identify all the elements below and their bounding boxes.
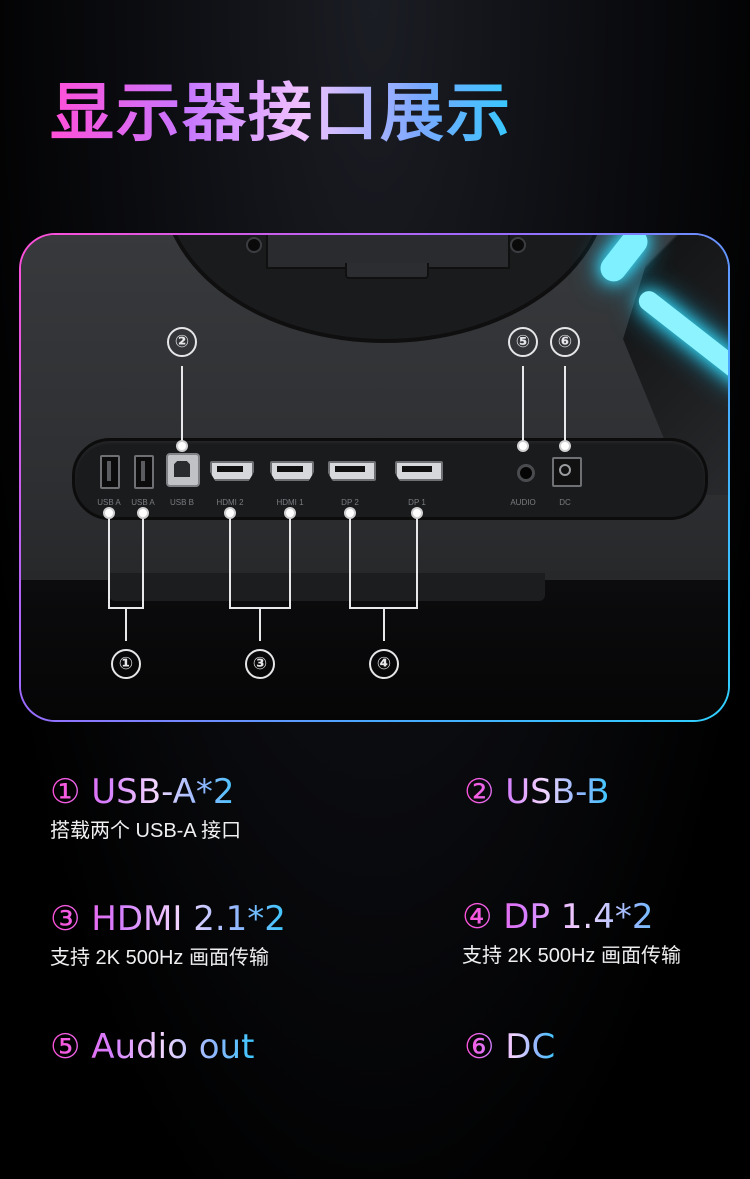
callout-line — [416, 513, 418, 609]
callout-number-1: ① — [111, 649, 141, 679]
port-label: AUDIO — [510, 498, 536, 507]
callout-line — [383, 607, 385, 641]
port-label: USB B — [169, 498, 194, 507]
callout-line — [522, 366, 524, 446]
callout-dot — [344, 507, 356, 519]
callout-number-3: ③ — [245, 649, 275, 679]
monitor-io-diagram-frame: USB A USB A USB B HDMI 2 HDMI 1 DP 2 DP … — [19, 233, 730, 722]
port-label: DP 1 — [408, 498, 426, 507]
displayport-port-icon — [328, 461, 376, 481]
port-label: HDMI 2 — [216, 498, 244, 507]
callout-line — [564, 366, 566, 446]
displayport-port-icon — [395, 461, 443, 481]
callout-line — [259, 607, 261, 641]
stand-mount-tab — [345, 263, 429, 279]
callout-line — [142, 513, 144, 609]
callout-number-4: ④ — [369, 649, 399, 679]
callout-dot — [517, 440, 529, 452]
callout-line — [181, 366, 183, 446]
page-title: 显示器接口展示 — [50, 77, 512, 151]
hdmi-port-icon — [270, 461, 314, 481]
spec-subtitle: 搭载两个 USB-A 接口 — [50, 820, 242, 842]
monitor-io-diagram: USB A USB A USB B HDMI 2 HDMI 1 DP 2 DP … — [21, 235, 728, 720]
port-label: HDMI 1 — [276, 498, 304, 507]
port-label: DC — [559, 498, 571, 507]
spec-dp: ④ DP 1.4*2 支持 2K 500Hz 画面传输 — [462, 897, 681, 969]
callout-number-6: ⑥ — [550, 327, 580, 357]
screw-icon — [246, 237, 262, 253]
stand-neck — [109, 573, 545, 601]
monitor-back-chassis: USB A USB A USB B HDMI 2 HDMI 1 DP 2 DP … — [21, 235, 728, 580]
callout-dot — [284, 507, 296, 519]
callout-number-5: ⑤ — [508, 327, 538, 357]
usb-a-port-icon — [134, 455, 154, 489]
spec-usb-a: ① USB-A*2 搭载两个 USB-A 接口 — [50, 772, 241, 844]
spec-title: ③ HDMI 2.1*2 — [50, 899, 286, 939]
spec-title: ② USB-B — [464, 772, 610, 812]
usb-a-port-icon — [100, 455, 120, 489]
spec-subtitle: 支持 2K 500Hz 画面传输 — [50, 947, 269, 969]
callout-dot — [559, 440, 571, 452]
callout-dot — [411, 507, 423, 519]
spec-audio: ⑤ Audio out — [50, 1027, 254, 1067]
audio-jack-icon — [517, 464, 535, 482]
monitor-lower-shadow — [21, 580, 728, 720]
port-label: DP 2 — [341, 498, 359, 507]
callout-dot — [224, 507, 236, 519]
spec-title: ⑤ Audio out — [50, 1027, 255, 1067]
screw-icon — [510, 237, 526, 253]
callout-dot — [176, 440, 188, 452]
callout-dot — [103, 507, 115, 519]
spec-title: ① USB-A*2 — [50, 772, 241, 812]
spec-usb-b: ② USB-B — [464, 772, 609, 812]
callout-line — [125, 607, 127, 641]
callout-line — [229, 513, 231, 609]
callout-dot — [137, 507, 149, 519]
callout-line — [289, 513, 291, 609]
spec-subtitle: 支持 2K 500Hz 画面传输 — [462, 945, 681, 967]
spec-title: ④ DP 1.4*2 — [462, 897, 681, 937]
spec-title: ⑥ DC — [464, 1027, 556, 1067]
usb-b-port-icon — [166, 453, 200, 487]
callout-number-2: ② — [167, 327, 197, 357]
callout-line — [108, 513, 110, 609]
hdmi-port-icon — [210, 461, 254, 481]
port-label: USB A — [131, 498, 155, 507]
callout-line — [349, 513, 351, 609]
port-label: USB A — [97, 498, 121, 507]
spec-dc: ⑥ DC — [464, 1027, 555, 1067]
spec-hdmi: ③ HDMI 2.1*2 支持 2K 500Hz 画面传输 — [50, 899, 286, 971]
dc-power-port-icon — [552, 457, 582, 487]
